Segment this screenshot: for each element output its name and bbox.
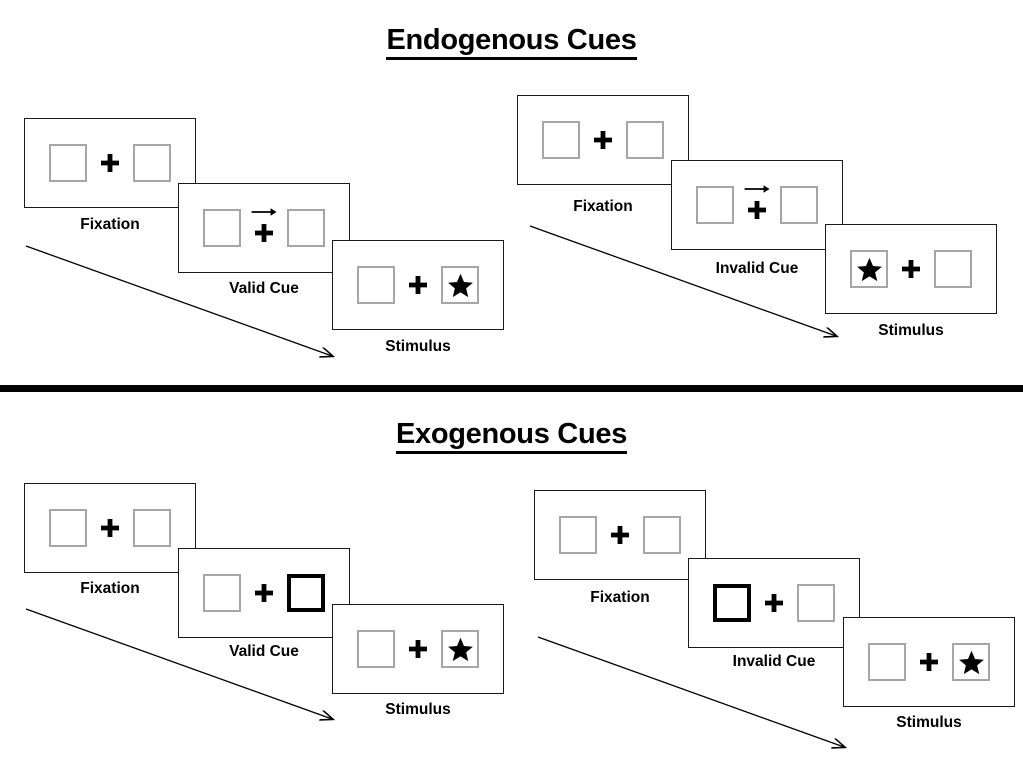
placeholder-box-right: [287, 209, 325, 247]
center-column: [597, 512, 643, 558]
trial-frame-endogenous-invalid-fixation[interactable]: [517, 95, 689, 185]
stage-label-endogenous-invalid-cue: Invalid Cue: [715, 260, 799, 277]
star-icon: [447, 637, 473, 661]
stage-label-endogenous-invalid-fixation: Fixation: [573, 198, 633, 215]
placeholder-box-right: [133, 509, 171, 547]
placeholder-box-right: [952, 643, 990, 681]
star-icon: [856, 257, 882, 281]
placeholder-box-left: [559, 516, 597, 554]
section-title-endogenous-text: Endogenous Cues: [386, 24, 637, 60]
placeholder-box-left: [357, 266, 395, 304]
center-column: [87, 505, 133, 551]
stage-label-endogenous-valid-fixation: Fixation: [80, 216, 140, 233]
trial-frame-endogenous-valid-cue[interactable]: [178, 183, 350, 273]
placeholder-box-left: [49, 509, 87, 547]
plus-cross-icon: [594, 131, 612, 149]
placeholder-box-left: [203, 209, 241, 247]
placeholder-box-left: [542, 121, 580, 159]
plus-cross-icon: [765, 594, 783, 612]
right-arrow-cue-icon: [744, 185, 770, 193]
stage-label-exogenous-invalid-fixation: Fixation: [590, 589, 650, 606]
trial-frame-exogenous-invalid-cue[interactable]: [688, 558, 860, 648]
flow-arrow-exogenous-valid: [25, 608, 354, 730]
center-column: [87, 140, 133, 186]
plus-cross-icon: [101, 519, 119, 537]
star-icon: [958, 650, 984, 674]
center-column: [395, 262, 441, 308]
stage-label-exogenous-invalid-cue: Invalid Cue: [732, 653, 816, 670]
plus-cross-icon: [920, 653, 938, 671]
star-icon: [447, 273, 473, 297]
section-title-endogenous: Endogenous Cues: [0, 24, 1023, 60]
trial-frame-endogenous-valid-fixation[interactable]: [24, 118, 196, 208]
placeholder-box-left: [696, 186, 734, 224]
trial-frame-endogenous-valid-stimulus[interactable]: [332, 240, 504, 330]
cued-box-left: [713, 584, 751, 622]
stage-label-exogenous-valid-fixation: Fixation: [80, 580, 140, 597]
placeholder-box-right: [934, 250, 972, 288]
placeholder-box-right: [133, 144, 171, 182]
center-column: [580, 117, 626, 163]
stage-label-exogenous-valid-stimulus: Stimulus: [385, 701, 451, 718]
trial-frame-exogenous-invalid-fixation[interactable]: [534, 490, 706, 580]
plus-cross-icon: [902, 260, 920, 278]
placeholder-box-left: [850, 250, 888, 288]
trial-frame-exogenous-valid-stimulus[interactable]: [332, 604, 504, 694]
trial-frame-exogenous-valid-cue[interactable]: [178, 548, 350, 638]
flow-arrow-exogenous-invalid: [537, 636, 866, 758]
plus-cross-icon: [101, 154, 119, 172]
placeholder-box-left: [203, 574, 241, 612]
trial-frame-exogenous-invalid-stimulus[interactable]: [843, 617, 1015, 707]
stage-label-exogenous-valid-cue: Valid Cue: [229, 643, 299, 660]
trial-frame-exogenous-valid-fixation[interactable]: [24, 483, 196, 573]
placeholder-box-right: [441, 630, 479, 668]
trial-frame-endogenous-invalid-stimulus[interactable]: [825, 224, 997, 314]
center-column: [734, 182, 780, 228]
plus-cross-icon: [748, 200, 766, 219]
placeholder-box-right: [780, 186, 818, 224]
flow-arrow-endogenous-invalid: [529, 225, 858, 347]
stage-label-exogenous-invalid-stimulus: Stimulus: [896, 714, 962, 731]
plus-cross-icon: [409, 640, 427, 658]
right-arrow-cue-icon: [251, 208, 277, 216]
flow-arrow-endogenous-valid: [25, 245, 354, 367]
placeholder-box-left: [868, 643, 906, 681]
placeholder-box-right: [643, 516, 681, 554]
section-divider: [0, 385, 1023, 392]
stage-label-endogenous-invalid-stimulus: Stimulus: [878, 322, 944, 339]
plus-cross-icon: [255, 223, 273, 242]
placeholder-box-left: [357, 630, 395, 668]
plus-cross-icon: [611, 526, 629, 544]
placeholder-box-right: [441, 266, 479, 304]
placeholder-box-right: [626, 121, 664, 159]
center-column: [241, 570, 287, 616]
center-column: [906, 639, 952, 685]
plus-cross-icon: [409, 276, 427, 294]
center-column: [751, 580, 797, 626]
stage-label-endogenous-valid-cue: Valid Cue: [229, 280, 299, 297]
plus-cross-icon: [255, 584, 273, 602]
section-title-exogenous: Exogenous Cues: [0, 418, 1023, 454]
placeholder-box-left: [49, 144, 87, 182]
placeholder-box-right: [797, 584, 835, 622]
section-title-exogenous-text: Exogenous Cues: [395, 418, 627, 454]
trial-frame-endogenous-invalid-cue[interactable]: [671, 160, 843, 250]
center-column: [395, 626, 441, 672]
stage-label-endogenous-valid-stimulus: Stimulus: [385, 338, 451, 355]
center-column: [241, 205, 287, 251]
center-column: [888, 246, 934, 292]
cued-box-right: [287, 574, 325, 612]
